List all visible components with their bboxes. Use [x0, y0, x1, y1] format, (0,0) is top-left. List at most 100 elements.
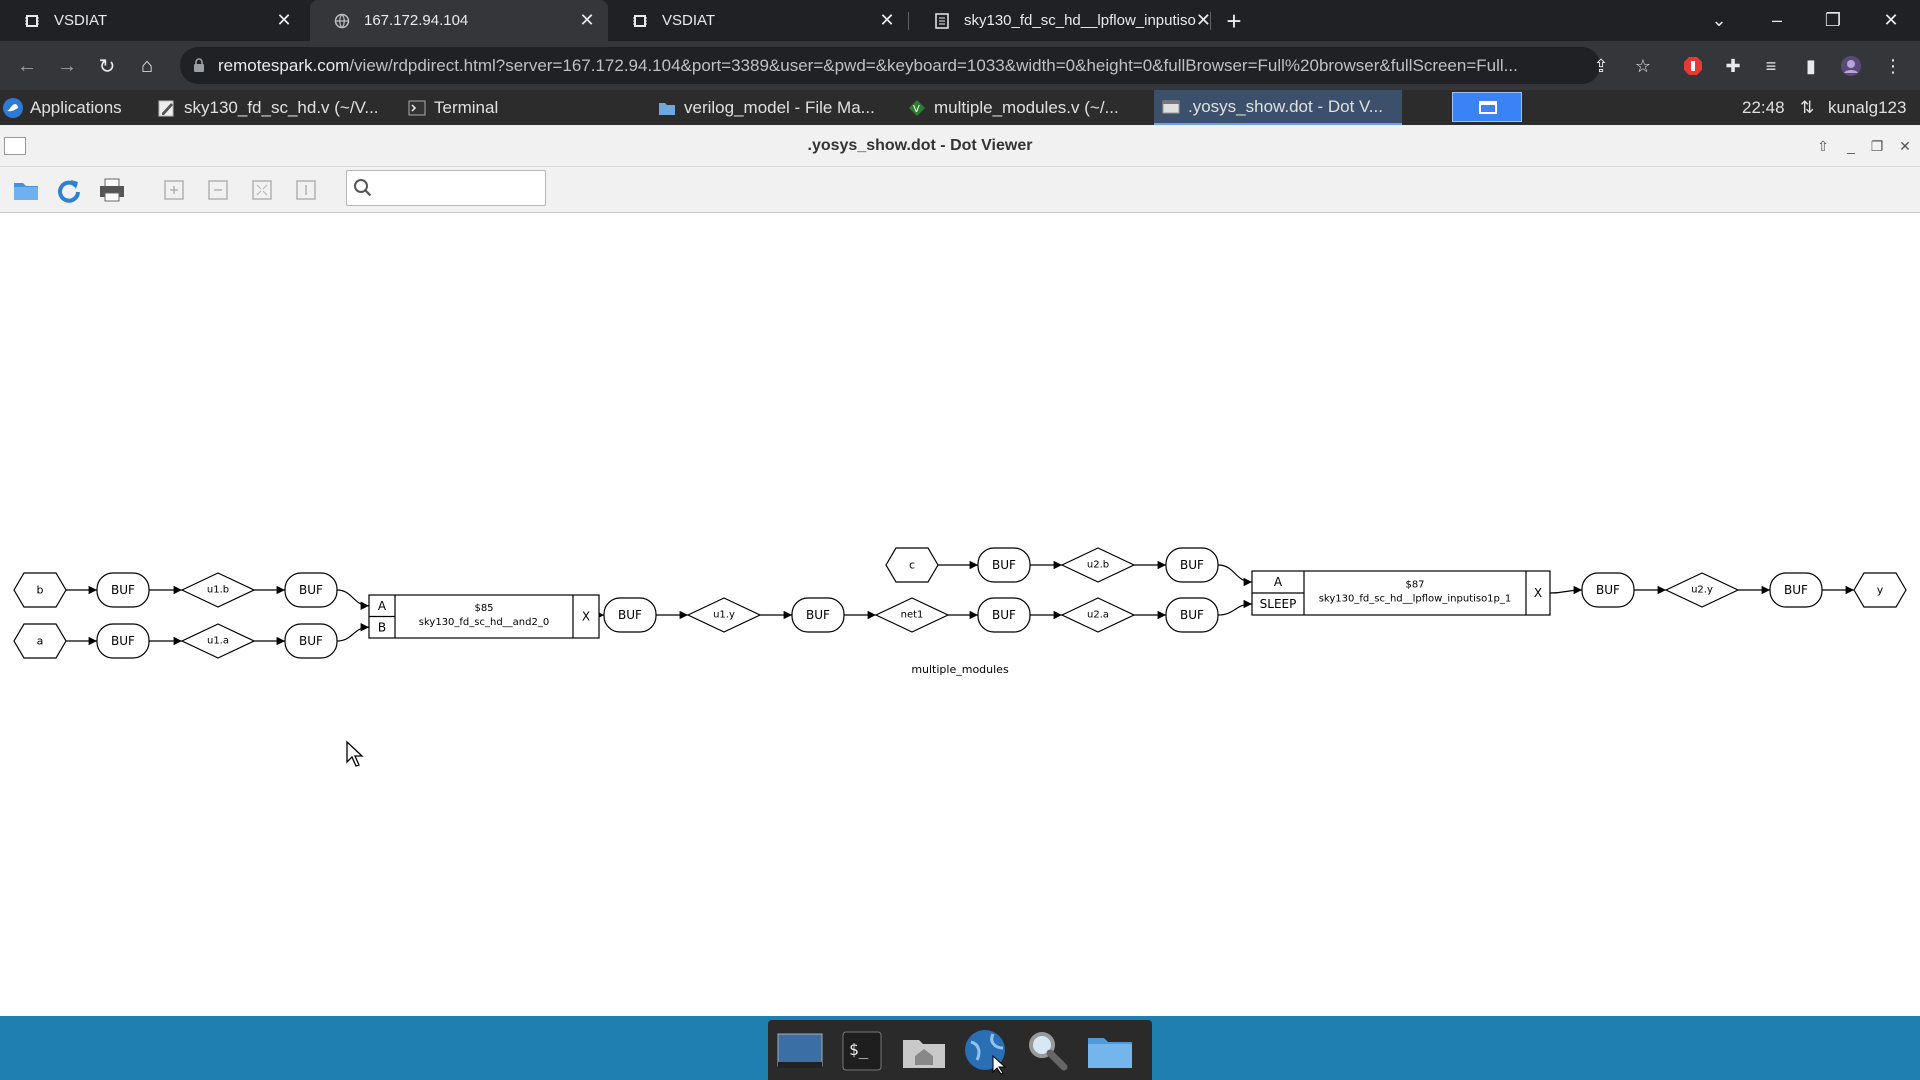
buf-shape	[96, 623, 150, 659]
side-panel-icon[interactable]: ▮	[1806, 55, 1816, 76]
graph-edge	[1217, 564, 1253, 587]
zoom-in-icon[interactable]	[158, 175, 190, 205]
browser-menu-icon[interactable]: ⋮	[1884, 55, 1902, 76]
wire-node-u2y[interactable]: u2.y	[1664, 572, 1740, 608]
buf-node[interactable]: BUF	[96, 572, 150, 608]
forward-icon[interactable]: →	[57, 54, 77, 77]
close-icon[interactable]: ✕	[1195, 10, 1211, 30]
port-label: c	[909, 559, 915, 572]
wire-node-u2a[interactable]: u2.a	[1060, 597, 1136, 633]
close-icon[interactable]: ✕	[276, 10, 292, 30]
port-node-b[interactable]: b	[13, 572, 67, 608]
wire-node-u2b[interactable]: u2.b	[1060, 547, 1136, 583]
wire-node-u1b[interactable]: u1.b	[180, 572, 256, 608]
zoom-fit-icon[interactable]	[246, 175, 278, 205]
taskbar-item-1[interactable]: sky130_fd_sc_hd.v (~/V...	[158, 90, 379, 125]
browser-tab-2[interactable]: 167.172.94.104 ✕	[310, 0, 608, 41]
restore-icon[interactable]: ❐	[1824, 9, 1842, 30]
minimize-icon[interactable]: _	[1847, 138, 1855, 154]
port-shape	[1853, 572, 1907, 608]
show-desktop-icon[interactable]	[776, 1028, 824, 1074]
open-file-icon[interactable]	[10, 175, 42, 205]
buf-node[interactable]: BUF	[1165, 547, 1219, 583]
graph-edge	[1217, 599, 1253, 616]
cell-input-pin: A	[378, 599, 387, 613]
clock[interactable]: 22:48	[1742, 97, 1785, 117]
buf-node[interactable]: BUF	[1769, 572, 1823, 608]
back-icon[interactable]: ←	[17, 54, 37, 77]
profile-avatar-icon[interactable]	[1836, 51, 1866, 81]
buf-node[interactable]: BUF	[791, 597, 845, 633]
web-browser-icon[interactable]	[962, 1028, 1010, 1075]
taskbar-item-2[interactable]: Terminal	[408, 90, 498, 125]
browser-tab-1[interactable]: VSDIAT ✕	[0, 0, 305, 41]
window-titlebar: .yosys_show.dot - Dot Viewer ⇧ _ ❐ ✕	[0, 125, 1920, 167]
close-icon[interactable]: ✕	[1899, 137, 1911, 154]
wire-node-u1a[interactable]: u1.a	[180, 623, 256, 659]
reload-icon[interactable]	[52, 175, 84, 205]
document-icon	[934, 12, 950, 29]
close-window-icon[interactable]: ✕	[1883, 9, 1899, 30]
reload-icon[interactable]: ↻	[98, 55, 116, 78]
file-manager-icon[interactable]	[1086, 1028, 1134, 1074]
port-node-a[interactable]: a	[13, 623, 67, 659]
search-box[interactable]	[346, 170, 546, 206]
zoom-out-icon[interactable]	[202, 175, 234, 205]
buf-node[interactable]: BUF	[977, 597, 1031, 633]
print-icon[interactable]	[96, 175, 128, 205]
buf-shape	[284, 623, 338, 659]
buf-node[interactable]: BUF	[284, 623, 338, 659]
app-finder-icon[interactable]	[1024, 1028, 1072, 1074]
extensions-puzzle-icon[interactable]: ✚	[1725, 55, 1741, 76]
cell-type: sky130_fd_sc_hd__lpflow_inputiso1p_1	[1319, 594, 1512, 605]
maximize-icon[interactable]: ❐	[1870, 137, 1884, 154]
browser-tab-4[interactable]: sky130_fd_sc_hd__lpflow_inputiso ✕	[910, 0, 1211, 41]
new-tab-button[interactable]: +	[1226, 5, 1242, 36]
home-folder-icon[interactable]	[900, 1028, 948, 1074]
close-icon[interactable]: ✕	[579, 10, 595, 30]
browser-tab-3[interactable]: VSDIAT ✕	[608, 0, 908, 41]
cell-node-iso[interactable]: ASLEEP$87sky130_fd_sc_hd__lpflow_inputis…	[1251, 570, 1551, 616]
taskbar-item-4[interactable]: V multiple_modules.v (~/...	[908, 90, 1119, 125]
tab-search-icon[interactable]: ⌄	[1711, 9, 1727, 30]
buf-node[interactable]: BUF	[603, 597, 657, 633]
wire-label: net1	[901, 610, 924, 621]
port-node-c[interactable]: c	[885, 547, 939, 583]
applications-menu[interactable]: Applications	[3, 90, 122, 125]
zoom-100-icon[interactable]	[290, 175, 322, 205]
buf-node[interactable]: BUF	[1581, 572, 1635, 608]
wire-node-net1[interactable]: net1	[874, 597, 950, 633]
shade-icon[interactable]: ⇧	[1817, 137, 1829, 154]
url-text[interactable]: remotespark.com/view/rdpdirect.html?serv…	[218, 56, 1588, 76]
user-name[interactable]: kunalg123	[1828, 97, 1907, 117]
workspace-switcher[interactable]	[1452, 92, 1522, 122]
dock: $_	[768, 1020, 1152, 1080]
netlist-graph[interactable]: baBUFBUFu1.bu1.aBUFBUFAB$85sky130_fd_sc_…	[0, 213, 1920, 1016]
wire-node-u1y[interactable]: u1.y	[686, 597, 762, 633]
buf-node[interactable]: BUF	[284, 572, 338, 608]
editor-icon	[158, 99, 176, 117]
port-node-y[interactable]: y	[1853, 572, 1907, 608]
buf-node[interactable]: BUF	[1165, 597, 1219, 633]
minimize-icon[interactable]: –	[1771, 9, 1782, 30]
buf-node[interactable]: BUF	[977, 547, 1031, 583]
buf-node[interactable]: BUF	[96, 623, 150, 659]
close-icon[interactable]: ✕	[879, 10, 895, 30]
bookmark-star-icon[interactable]: ☆	[1634, 55, 1652, 76]
buf-shape	[96, 572, 150, 608]
buf-shape	[284, 572, 338, 608]
extension-stop-icon[interactable]	[1678, 51, 1708, 81]
taskbar-item-3[interactable]: verilog_model - File Ma...	[658, 90, 875, 125]
home-icon[interactable]: ⌂	[140, 54, 154, 77]
address-bar[interactable]: remotespark.com/view/rdpdirect.html?serv…	[180, 47, 1600, 84]
media-queue-icon[interactable]: ≡	[1765, 55, 1777, 76]
port-label: y	[1877, 584, 1884, 597]
taskbar-item-5[interactable]: .yosys_show.dot - Dot V...	[1154, 90, 1402, 125]
share-icon[interactable]: ⇪	[1593, 55, 1609, 76]
window-menu-icon[interactable]	[4, 137, 26, 155]
network-icon[interactable]: ⇅	[1800, 97, 1815, 117]
terminal-icon[interactable]: $_	[838, 1028, 886, 1074]
search-input[interactable]	[377, 176, 537, 200]
